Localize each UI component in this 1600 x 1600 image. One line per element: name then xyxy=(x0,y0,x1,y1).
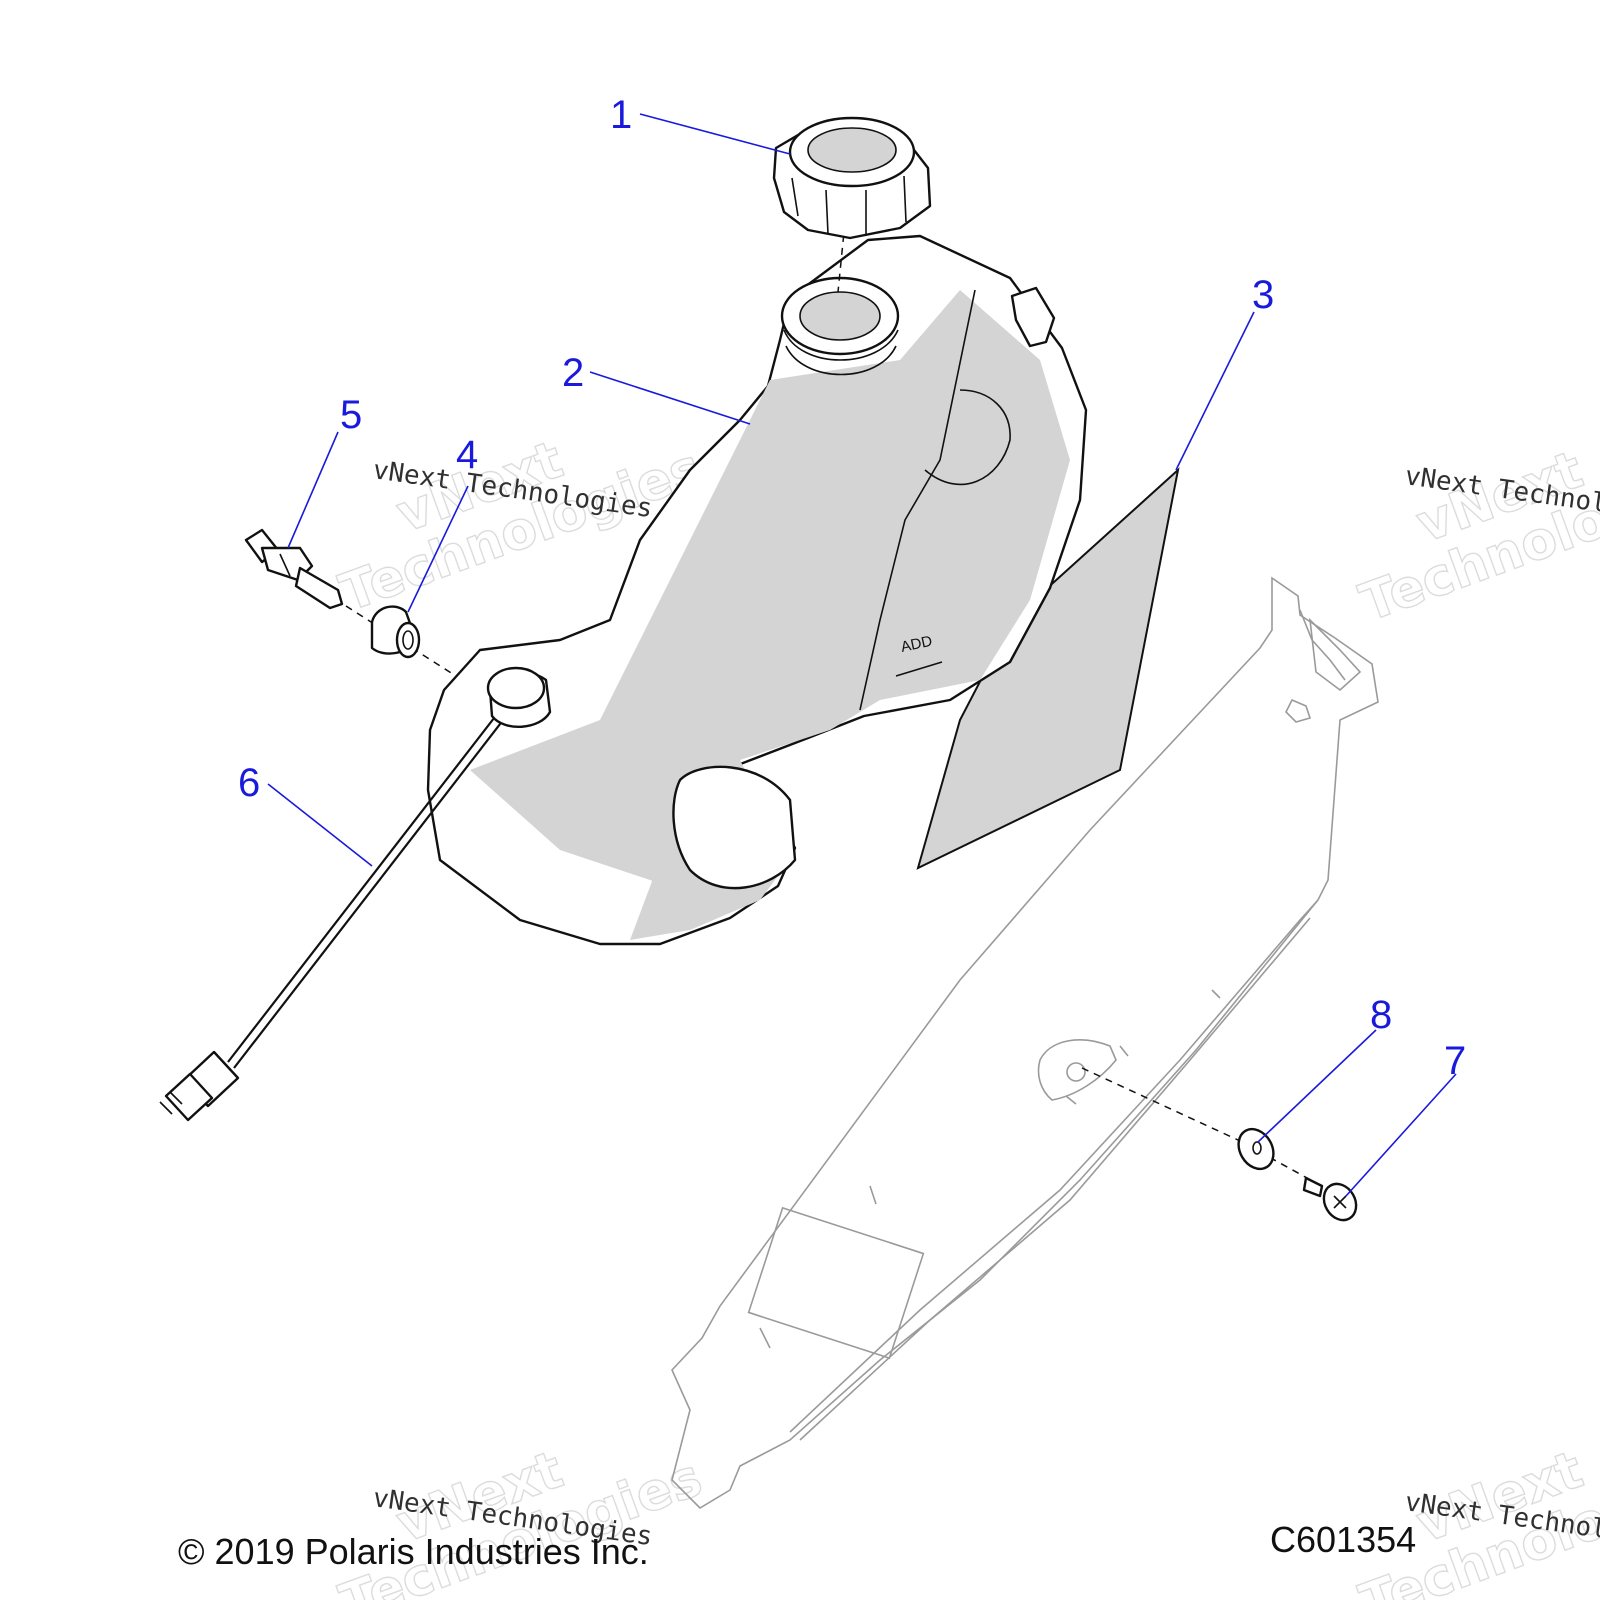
part-2-fuel-tank: ADD xyxy=(426,234,1088,946)
tank-add-marking: ADD xyxy=(899,633,934,656)
leader-line-5 xyxy=(287,431,339,549)
part-1-fuel-cap xyxy=(772,116,932,240)
leader-line-7 xyxy=(1345,1073,1457,1197)
part-8-washer xyxy=(1237,1127,1275,1171)
leader-line-4 xyxy=(407,485,469,613)
mounting-bracket xyxy=(671,576,1379,1510)
leader-line-1 xyxy=(639,113,791,155)
leader-line-2 xyxy=(589,371,751,425)
watermark-layer: vNext Technologies vNext Technologies vN… xyxy=(332,429,1600,1600)
leader-line-8 xyxy=(1257,1029,1377,1143)
part-5-vent-fitting xyxy=(244,528,344,610)
part-4-grommet xyxy=(370,605,421,659)
assembly-line xyxy=(1081,1067,1319,1185)
callout-7: 7 xyxy=(1444,1039,1466,1083)
part-7-screw xyxy=(1302,1176,1358,1222)
callout-1: 1 xyxy=(610,93,632,137)
callout-8: 8 xyxy=(1370,993,1392,1037)
leader-lines xyxy=(267,113,1457,1197)
callout-2: 2 xyxy=(562,351,584,395)
callout-6: 6 xyxy=(238,761,260,805)
callout-4: 4 xyxy=(456,433,478,477)
copyright-text: © 2019 Polaris Industries Inc. xyxy=(178,1531,649,1572)
callouts: 1 2 3 4 5 6 7 8 xyxy=(238,93,1466,1083)
part-6-fuel-sender xyxy=(159,666,552,1122)
assembly-line xyxy=(837,221,846,293)
diagram-id: C601354 xyxy=(1270,1519,1416,1560)
callout-5: 5 xyxy=(340,393,362,437)
leader-line-3 xyxy=(1175,311,1255,471)
callout-3: 3 xyxy=(1252,273,1274,317)
leader-line-6 xyxy=(267,783,373,867)
